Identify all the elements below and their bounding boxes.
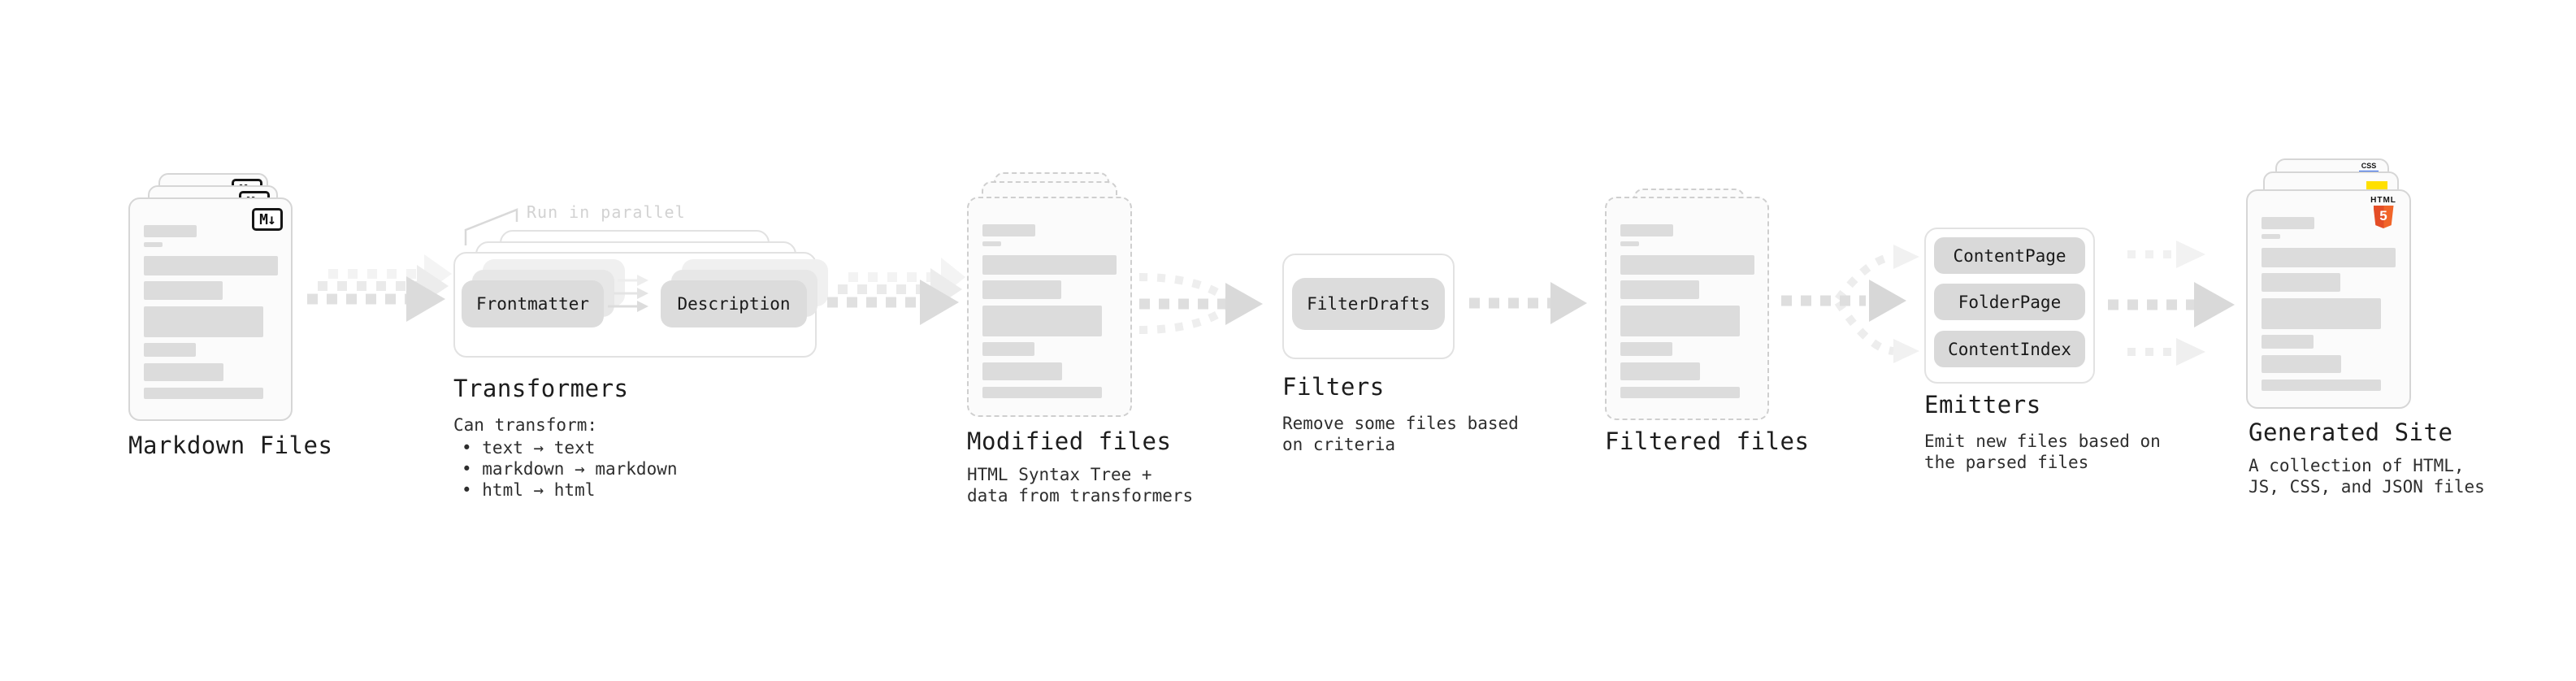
markdown-files-label: Markdown Files xyxy=(128,432,333,459)
css-logo-text: CSS xyxy=(2361,162,2377,170)
placeholder-bar xyxy=(144,306,263,337)
arrow-transformers-to-modified xyxy=(827,258,965,325)
emitters-subtitle: the parsed files xyxy=(1924,453,2089,472)
generated-site-label: Generated Site xyxy=(2249,419,2453,446)
placeholder-bar xyxy=(144,343,196,357)
arrow-emitters-to-generated xyxy=(2108,241,2235,366)
emitter-chip-contentpage: ContentPage xyxy=(1934,237,2085,274)
arrow-filtered-to-emitters xyxy=(1781,245,1919,363)
filter-chip-filterdrafts: FilterDrafts xyxy=(1292,278,1445,330)
markdown-doc-front: M↓ xyxy=(128,197,293,421)
generated-site-subtitle: JS, CSS, and JSON files xyxy=(2249,477,2485,497)
html5-shield: 5 xyxy=(2373,206,2394,228)
emitters-title: Emitters xyxy=(1924,391,2041,419)
modified-files-subtitle: data from transformers xyxy=(967,486,1194,505)
placeholder-bar xyxy=(982,255,1117,275)
placeholder-bar xyxy=(1620,255,1754,275)
generated-doc-front: HTML 5 xyxy=(2246,189,2411,409)
placeholder-bar xyxy=(2262,298,2381,329)
run-in-parallel-label: Run in parallel xyxy=(527,202,686,222)
placeholder-bar xyxy=(2262,248,2396,267)
arrow-markdown-to-transformers xyxy=(307,254,452,322)
placeholder-bar xyxy=(2262,380,2381,391)
markdown-icon: M↓ xyxy=(252,208,283,231)
transformer-chip-description: Description xyxy=(661,280,807,327)
placeholder-bar xyxy=(2262,273,2340,292)
modified-files-label: Modified files xyxy=(967,427,1172,455)
generated-site-subtitle: A collection of HTML, xyxy=(2249,456,2465,475)
placeholder-bar xyxy=(982,362,1062,380)
filtered-doc-front xyxy=(1605,197,1769,420)
arrow-filters-to-filtered xyxy=(1469,282,1587,324)
placeholder-bar xyxy=(982,224,1035,236)
emitters-subtitle: Emit new files based on xyxy=(1924,432,2161,451)
placeholder-bar xyxy=(982,280,1061,299)
placeholder-bar xyxy=(144,388,263,399)
placeholder-bar xyxy=(144,363,223,381)
placeholder-bar xyxy=(1620,280,1699,299)
placeholder-bar xyxy=(2262,335,2314,349)
filtered-files-label: Filtered files xyxy=(1605,427,1810,455)
transformers-desc-heading: Can transform: xyxy=(453,415,598,435)
emitter-chip-folderpage: FolderPage xyxy=(1934,284,2085,320)
transformers-title: Transformers xyxy=(453,375,629,402)
placeholder-bar xyxy=(144,281,223,300)
placeholder-bar xyxy=(144,242,163,247)
modified-doc-front xyxy=(967,197,1132,417)
placeholder-bar xyxy=(1620,224,1673,236)
emitter-chip-contentindex: ContentIndex xyxy=(1934,331,2085,367)
filters-subtitle: on criteria xyxy=(1282,435,1396,454)
filters-subtitle: Remove some files based xyxy=(1282,414,1519,433)
placeholder-bar xyxy=(1620,362,1700,380)
placeholder-bar xyxy=(982,387,1102,398)
transformers-bullet: • markdown → markdown xyxy=(462,459,678,479)
modified-files-subtitle: HTML Syntax Tree + xyxy=(967,465,1152,484)
arrow-modified-to-filters xyxy=(1138,273,1263,334)
placeholder-bar xyxy=(1620,387,1740,398)
placeholder-bar xyxy=(1620,342,1672,356)
placeholder-bar xyxy=(2262,355,2341,373)
placeholder-bar xyxy=(144,225,197,237)
html5-number: 5 xyxy=(2379,208,2387,223)
placeholder-bar xyxy=(2262,234,2280,239)
transformers-bullet: • text → text xyxy=(462,438,596,458)
transformer-chip-frontmatter: Frontmatter xyxy=(462,280,604,327)
placeholder-bar xyxy=(144,256,278,275)
html5-logo-icon: HTML 5 xyxy=(2366,196,2400,228)
placeholder-bar xyxy=(982,342,1034,356)
placeholder-bar xyxy=(982,306,1102,336)
placeholder-bar xyxy=(1620,241,1639,246)
filters-title: Filters xyxy=(1282,373,1385,401)
placeholder-bar xyxy=(1620,306,1740,336)
placeholder-bar xyxy=(982,241,1001,246)
html5-logo-text: HTML xyxy=(2370,196,2396,205)
placeholder-bar xyxy=(2262,217,2314,229)
transformers-bullet: • html → html xyxy=(462,480,596,500)
